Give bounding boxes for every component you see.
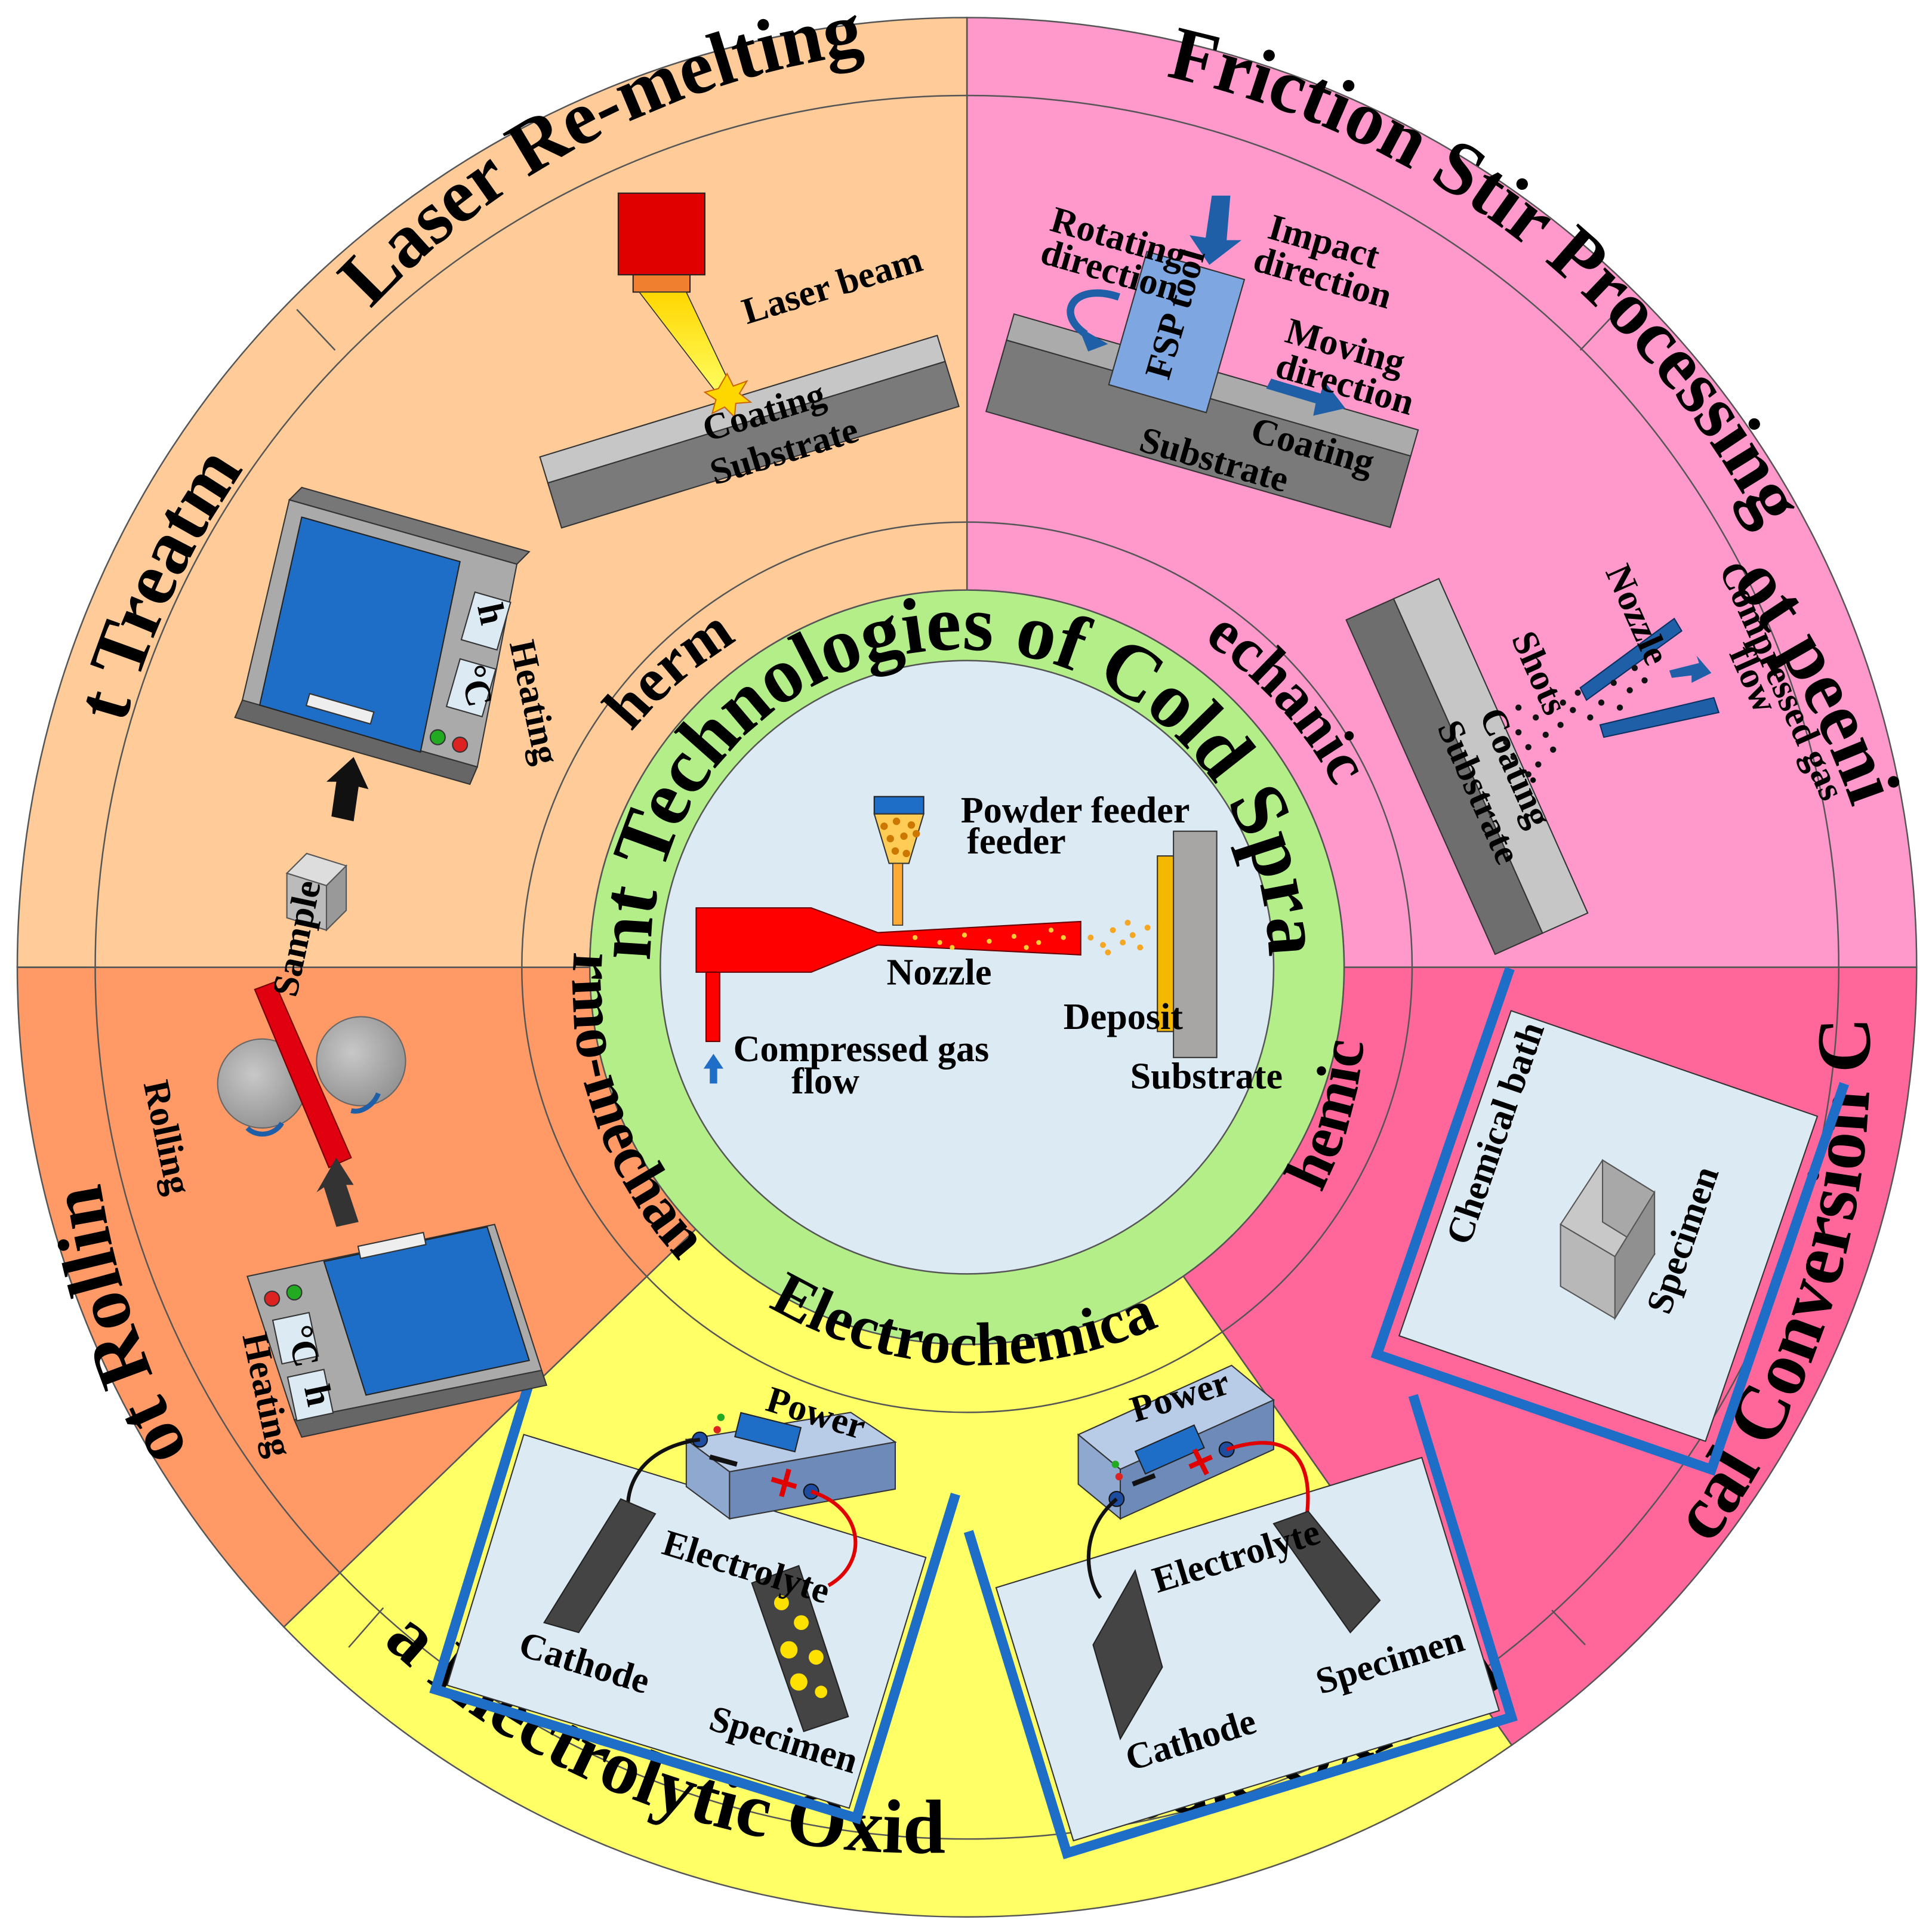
deposit-label: Deposit	[1064, 997, 1184, 1037]
center-disc	[660, 660, 1275, 1275]
ring-guides	[17, 17, 1917, 1840]
hot-rolling-illustration	[217, 981, 548, 1438]
gas-label-line1: Compressed gas	[734, 1029, 990, 1070]
powder-feeder-label: Powder feeder	[961, 790, 1190, 831]
heat-treatment-illustration	[234, 486, 531, 932]
substrate-label: Substrate	[1130, 1056, 1283, 1097]
anodic-illustration	[963, 1364, 1518, 1860]
rolling-deg-label: °C	[279, 1321, 327, 1370]
fsp-illustration	[985, 195, 1419, 528]
heat-deg-label: °C	[452, 661, 500, 710]
shot-peening-illustration	[1345, 578, 1720, 956]
nozzle-label: Nozzle	[886, 953, 991, 993]
gas-label-line2: flow	[791, 1061, 859, 1102]
ccc-illustration	[1370, 967, 1849, 1476]
laser-illustration	[539, 192, 960, 529]
powder-feeder-label-2: feeder	[967, 821, 1066, 862]
cold-spray-illustration	[695, 796, 1218, 1084]
peo-illustration	[429, 1364, 960, 1825]
